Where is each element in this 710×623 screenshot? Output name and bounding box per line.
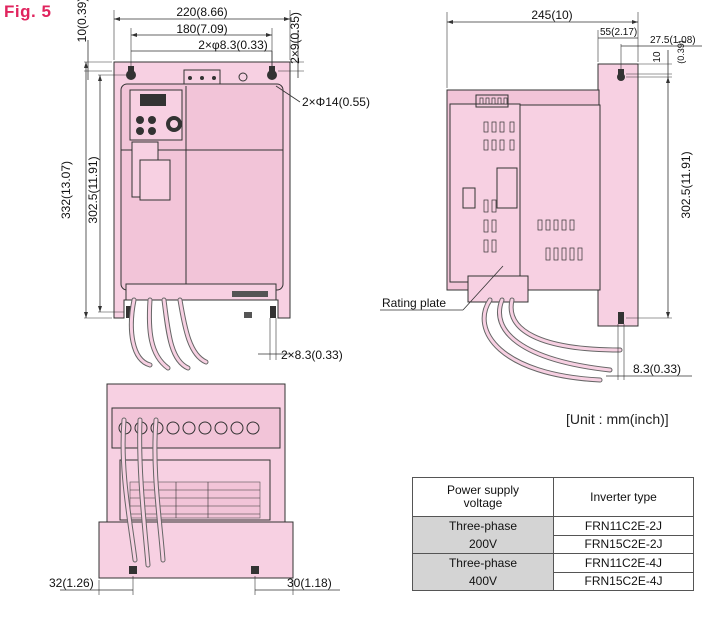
vent-grille <box>479 97 583 261</box>
supply-line: 400V <box>468 574 498 588</box>
header-power-supply: Power supply voltage <box>412 477 554 517</box>
dim-side-bottom-slot: 8.3(0.33) <box>633 362 681 376</box>
side-view: 245(10) 55(2.17) 27.5(1.08) 10 (0.39) 30… <box>380 8 702 383</box>
table-row: FRN15C2E-4J <box>413 571 694 591</box>
inverter-type-cell: FRN11C2E-4J <box>553 553 694 573</box>
supply-line: 200V <box>468 537 498 551</box>
table-row: Three-phase 200V FRN11C2E-2J <box>412 516 694 554</box>
dim-overall-height: 332(13.07) <box>59 161 73 219</box>
dim-hole-to-hole: 302.5(11.91) <box>86 156 100 223</box>
dim-right-offset: 30(1.18) <box>287 576 332 590</box>
inverter-spec-table: Power supply voltage Inverter type Three… <box>412 477 694 591</box>
table-row: Three-phase 400V FRN11C2E-4J <box>412 553 694 591</box>
bottom-view: 32(1.26) 30(1.18) <box>49 383 340 595</box>
unit-note: [Unit : mm(inch)] <box>566 411 669 427</box>
dim-hole-pitch: 180(7.09) <box>176 22 227 36</box>
supply-line: Three-phase <box>448 519 518 533</box>
header-power-supply-line1: Power supply <box>446 483 520 497</box>
dim-bottom-slot: 2×8.3(0.33) <box>281 348 343 362</box>
header-power-supply-line2: voltage <box>463 496 503 510</box>
figure-title: Fig. 5 <box>4 2 52 21</box>
dim-flange-hole: 27.5(1.08) <box>650 35 696 46</box>
dim-flange: 55(2.17) <box>600 27 637 38</box>
dim-side-top-margin-b: (0.39) <box>676 40 686 64</box>
dim-side-hole-to-hole: 302.5(11.91) <box>679 151 693 218</box>
header-inverter-type: Inverter type <box>553 477 694 517</box>
inverter-type-cell: FRN11C2E-2J <box>553 516 694 536</box>
table-row: FRN15C2E-2J <box>413 534 694 554</box>
rating-plate-callout: Rating plate <box>382 296 446 310</box>
table-header-row: Power supply voltage Inverter type <box>412 477 694 517</box>
dim-overall-depth: 245(10) <box>531 8 572 22</box>
dim-slot-spec: 2×Φ14(0.55) <box>302 95 370 109</box>
dim-left-offset: 32(1.26) <box>49 576 94 590</box>
dim-side-top-margin-a: 10 <box>652 51 663 63</box>
supply-400v: Three-phase 400V <box>412 553 554 591</box>
dim-top-edge-to-hole: 2×9(0.35) <box>288 12 302 64</box>
supply-200v: Three-phase 200V <box>412 516 554 554</box>
inverter-type-cell: FRN15C2E-2J <box>553 534 694 554</box>
inverter-type-cell: FRN15C2E-4J <box>553 571 694 591</box>
dim-overall-width: 220(8.66) <box>176 5 227 19</box>
dim-hole-spec: 2×φ8.3(0.33) <box>198 38 268 52</box>
supply-line: Three-phase <box>448 556 518 570</box>
front-view: 220(8.66) 180(7.09) 2×φ8.3(0.33) 2×9(0.3… <box>59 0 370 371</box>
dim-top-margin: 10(0.39) <box>75 0 89 42</box>
